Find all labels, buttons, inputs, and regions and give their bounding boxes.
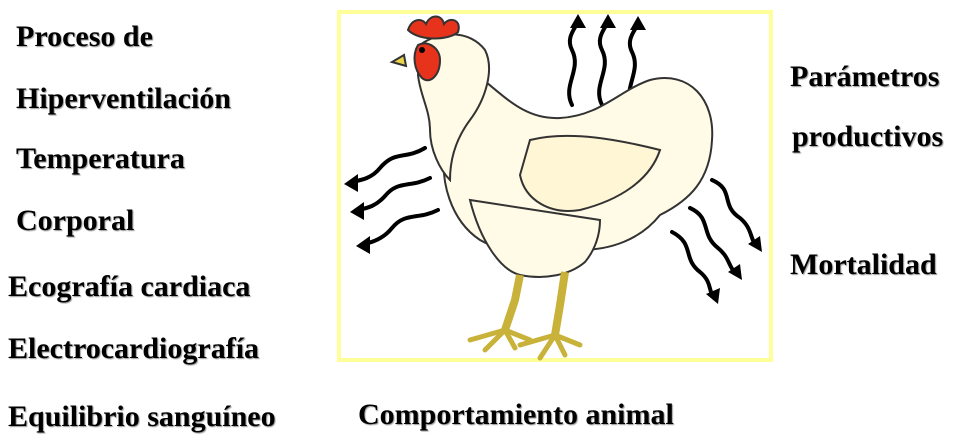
heat-arrows-right — [670, 178, 762, 304]
label-mortalidad: Mortalidad — [790, 248, 937, 281]
image-frame — [337, 10, 773, 362]
label-equilibrio-sanguineo: Equilibrio sanguíneo — [8, 400, 276, 433]
heat-arrows-up — [567, 14, 646, 110]
label-corporal: Corporal — [16, 204, 135, 237]
label-hiperventilacion: Hiperventilación — [16, 82, 231, 115]
label-proceso-de: Proceso de — [16, 20, 153, 53]
label-ecografia-cardiaca: Ecografía cardiaca — [8, 270, 251, 303]
heat-arrows-left — [344, 146, 440, 254]
label-comportamiento-animal: Comportamiento animal — [358, 398, 674, 431]
label-electrocardiografia: Electrocardiografía — [8, 332, 260, 365]
label-parametros: Parámetros — [790, 60, 940, 93]
label-productivos: productivos — [792, 120, 944, 153]
label-temperatura: Temperatura — [16, 142, 185, 175]
chicken — [389, 15, 714, 361]
